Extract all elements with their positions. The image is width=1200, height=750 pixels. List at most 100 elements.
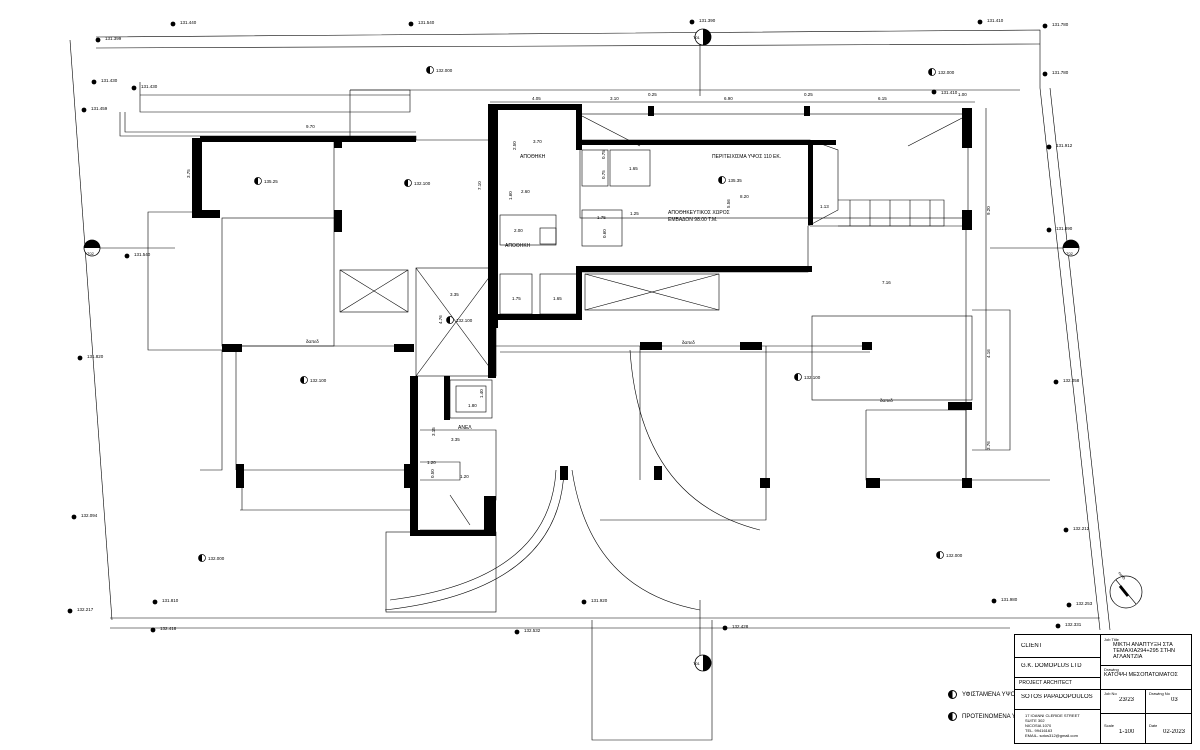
wall — [962, 108, 972, 148]
svg-text:132.094: 132.094 — [81, 513, 98, 518]
entry-path — [591, 620, 713, 741]
svg-text:1.13: 1.13 — [820, 204, 829, 209]
wall — [200, 136, 410, 142]
proposed-level: 132.000 — [198, 554, 225, 562]
legend-proposed: ΠΡΟΤΕΙΝΟΜΕΝΑ ΥΨΟΜΕΤΡΑ — [948, 712, 1046, 721]
svg-text:1.20: 1.20 — [460, 474, 469, 479]
bath-3 — [581, 209, 623, 247]
svg-text:T02: T02 — [87, 251, 95, 256]
proposed-level: 135.25 — [254, 177, 278, 185]
svg-text:7.10: 7.10 — [477, 181, 482, 190]
svg-text:131.440: 131.440 — [180, 20, 197, 25]
wall — [576, 104, 582, 150]
central-cross2 — [907, 115, 967, 147]
drawing-no: 03 — [1171, 697, 1178, 703]
svg-text:1.75: 1.75 — [512, 296, 521, 301]
level-marker: 132.212 — [1063, 526, 1090, 533]
proposed-level: 132.000 — [928, 68, 955, 76]
proposed-level: 132.100 — [404, 179, 431, 187]
existing-level-icon — [948, 690, 957, 699]
left-room-wall — [333, 139, 495, 218]
level-marker: 131.920 — [581, 598, 608, 605]
svg-text:131.890: 131.890 — [1056, 226, 1073, 231]
wall — [862, 342, 872, 350]
divider — [1015, 689, 1100, 690]
svg-text:135.25: 135.25 — [264, 179, 278, 184]
svg-text:1.25: 1.25 — [630, 211, 639, 216]
scale-label: Scale — [1104, 723, 1115, 728]
scale-value: 1-100 — [1119, 729, 1135, 735]
wall — [334, 136, 342, 148]
wall — [492, 314, 582, 320]
plot-boundary-top — [95, 29, 1041, 88]
svg-text:131.459: 131.459 — [91, 106, 108, 111]
level-marker: 131.459 — [81, 106, 108, 113]
svg-text:1.20: 1.20 — [427, 460, 436, 465]
svg-text:2.50: 2.50 — [512, 141, 517, 150]
proposed-level: 132.100 — [446, 316, 473, 324]
level-marker: 132.217 — [67, 607, 94, 614]
svg-text:1.60: 1.60 — [508, 191, 513, 200]
wall — [410, 530, 490, 536]
room-lift: ΑΝΕΛ — [458, 425, 472, 431]
ramp-arc-right-2 — [629, 349, 761, 531]
stair-x2 — [415, 267, 497, 377]
wall — [576, 266, 812, 272]
central-outline — [495, 105, 839, 319]
room-labels: ΑΠΟΘΗΚΗ ΑΠΟΘΗΚΗ ΠΕΡΙΤΕΙΧΙΣΜΑ ΥΨΟΣ 110 ΕΚ… — [306, 154, 893, 431]
title-block-right: Job Title ΜΙΚΤΗ ΑΝΑΠΤΥΞΗ ΣΤΑ ΤΕΜΑΧΙΑ294+… — [1100, 635, 1191, 743]
wall — [560, 466, 568, 480]
wall — [488, 104, 580, 110]
svg-text:131.540: 131.540 — [418, 20, 435, 25]
level-marker: 131.810 — [152, 598, 179, 605]
svg-text:131.780: 131.780 — [1052, 22, 1069, 27]
room-storage-top: ΑΠΟΘΗΚΗ — [520, 154, 546, 160]
level-marker: 131.890 — [1046, 226, 1073, 233]
svg-text:135.35: 135.35 — [728, 178, 742, 183]
level-marker: 132.058 — [1053, 378, 1080, 385]
svg-text:132.217: 132.217 — [77, 607, 94, 612]
architect-label: PROJECT ARCHITECT — [1019, 680, 1072, 686]
level-marker: 131.980 — [991, 597, 1018, 604]
level-marker: 131.820 — [77, 354, 104, 361]
left-terrace — [124, 112, 416, 133]
level-marker: 131.440 — [170, 20, 197, 27]
date-value: 02-2023 — [1163, 729, 1186, 735]
right-room — [811, 315, 973, 401]
svg-text:131.540: 131.540 — [134, 252, 151, 257]
proposed-level: 132.100 — [300, 376, 327, 384]
svg-text:131.912: 131.912 — [1056, 143, 1073, 148]
wall — [404, 464, 412, 488]
stair-steps — [420, 461, 461, 481]
svg-text:132.100: 132.100 — [456, 318, 473, 323]
svg-text:1.80: 1.80 — [468, 403, 477, 408]
svg-text:6.15: 6.15 — [878, 96, 887, 101]
level-marker: 131.430 — [131, 84, 158, 91]
wall — [236, 464, 244, 488]
svg-text:132.100: 132.100 — [310, 378, 327, 383]
svg-text:6.90: 6.90 — [724, 96, 733, 101]
wall — [488, 328, 496, 378]
wall — [444, 376, 450, 420]
wall — [484, 496, 496, 536]
svg-text:4.16: 4.16 — [986, 349, 991, 358]
dimension-labels: 4.05 3.10 0.25 6.90 0.25 6.15 1.00 9.70 … — [186, 92, 991, 479]
job-title: ΜΙΚΤΗ ΑΝΑΠΤΥΞΗ ΣΤΑ ΤΕΜΑΧΙΑ294+295 ΣΤΗΝ Α… — [1113, 642, 1175, 660]
drawing-no-label: Drawing No — [1149, 691, 1170, 696]
wall — [488, 104, 498, 328]
right-outline — [810, 225, 967, 480]
svg-text:132.100: 132.100 — [804, 375, 821, 380]
divider — [1015, 677, 1100, 678]
svg-text:132.000: 132.000 — [208, 556, 225, 561]
svg-text:1.00: 1.00 — [958, 92, 967, 97]
proposed-level: 131.410 — [931, 89, 958, 95]
svg-text:1.40: 1.40 — [479, 389, 484, 398]
proposed-level: 132.100 — [794, 373, 821, 381]
stair-flight-right — [838, 199, 945, 227]
proposed-level-icon — [948, 712, 957, 721]
svg-text:131.920: 131.920 — [591, 598, 608, 603]
divider — [1015, 657, 1100, 658]
stair-diag — [449, 494, 471, 526]
address-line: NICOSIA 1070 — [1025, 723, 1052, 728]
